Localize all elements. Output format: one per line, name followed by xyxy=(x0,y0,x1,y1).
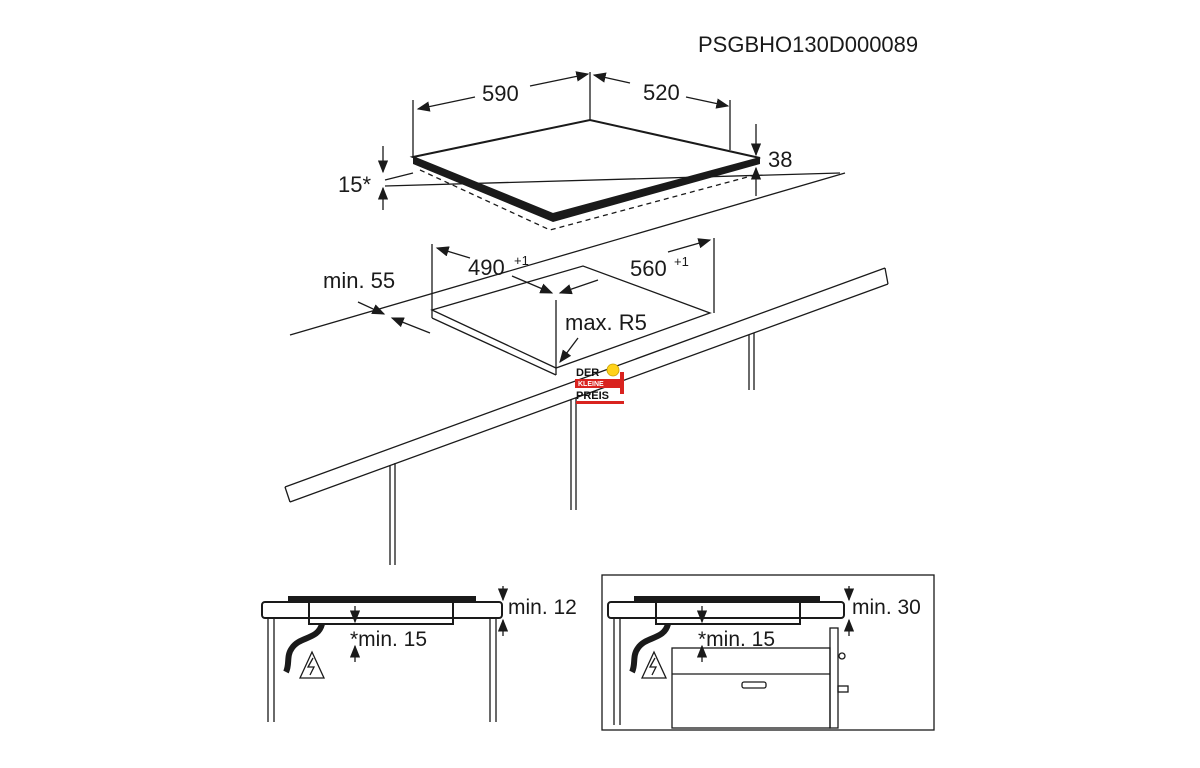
detail-left-worktop xyxy=(261,601,503,619)
detail-right-hob-plate xyxy=(634,596,820,602)
hob-underside-outline xyxy=(419,169,756,231)
worktop-front-top xyxy=(284,267,886,488)
dim-590-arrow-right xyxy=(529,71,590,87)
logo-line2: KLEINE xyxy=(578,381,604,388)
dim-width-label: 590 xyxy=(482,81,519,106)
detail-right-top-label: min. 30 xyxy=(852,596,921,619)
detail-right: *min. 15 min. 30 xyxy=(601,574,935,731)
detail-left-cable xyxy=(283,622,325,674)
detail-right-door xyxy=(829,627,839,729)
dim-520-arrow-left xyxy=(592,72,631,84)
dim-height-label: 38 xyxy=(768,147,792,172)
dim-520-arrow-right xyxy=(685,96,730,109)
logo-line1: DER xyxy=(576,367,599,379)
detail-right-cable xyxy=(629,622,671,674)
detail-right-warning-icon xyxy=(640,650,668,679)
detail-left-bolt-icon xyxy=(306,657,316,676)
dim-490-arrow-left xyxy=(435,246,471,259)
dim-490-arrow-right xyxy=(511,275,554,294)
cutout-inner-front xyxy=(431,317,557,376)
detail-right-knob-1 xyxy=(838,652,846,660)
detail-right-oven-handle xyxy=(741,681,767,689)
dim-55-arrow-in xyxy=(357,301,386,315)
detail-right-bolt-icon xyxy=(648,657,658,676)
dim-corner-radius-label: max. R5 xyxy=(565,310,647,335)
logo-line3: PREIS xyxy=(576,390,609,402)
detail-left: *min. 15 min. 12 xyxy=(261,586,577,722)
dim-wall-distance-label: min. 55 xyxy=(323,268,395,293)
hob-edge xyxy=(413,157,760,222)
dim-cutout-width-tolerance: +1 xyxy=(674,254,689,269)
logo-underline xyxy=(576,401,624,404)
logo-exclamation-icon xyxy=(620,372,624,394)
dim-cutout-depth-label: 490 xyxy=(468,255,505,280)
dim-depth-label: 520 xyxy=(643,80,680,105)
worktop-right-corner xyxy=(884,267,889,285)
model-code: PSGBHO130D000089 xyxy=(698,32,918,57)
detail-right-hob-body xyxy=(655,601,801,625)
hob-worktop-edge xyxy=(384,172,841,187)
dim-560-arrow-left xyxy=(558,279,599,295)
hob-top-surface xyxy=(409,118,761,216)
logo-smiley-icon xyxy=(606,363,620,377)
detail-left-warning-icon xyxy=(298,650,326,679)
worktop-drawing: 490 +1 560 +1 min. 55 max. R5 xyxy=(284,172,889,565)
dim-clearance-top-label: 15* xyxy=(338,172,371,197)
detail-right-below-label: *min. 15 xyxy=(698,628,775,651)
dim-r5-arrow xyxy=(559,337,579,364)
dim-cutout-width-label: 560 xyxy=(630,256,667,281)
dim-590-arrow-left xyxy=(416,96,476,112)
dim-560-arrow-right xyxy=(667,238,712,253)
dim-55-arrow-out xyxy=(390,317,431,334)
worktop-left-corner xyxy=(284,486,291,503)
detail-left-hob-body xyxy=(308,601,454,625)
hob-drawing: 590 520 38 15* xyxy=(338,71,841,231)
cutout-outline xyxy=(430,265,712,369)
detail-left-top-label: min. 12 xyxy=(508,596,577,619)
logo-band xyxy=(575,379,621,388)
detail-left-hob-plate xyxy=(288,596,476,602)
detail-right-frame xyxy=(601,574,935,731)
dim-cutout-depth-tolerance: +1 xyxy=(514,253,529,268)
detail-right-knob-2 xyxy=(837,685,849,693)
detail-right-worktop xyxy=(607,601,845,619)
detail-left-below-label: *min. 15 xyxy=(350,628,427,651)
hob-worktop-left xyxy=(384,172,414,181)
der-kleine-preis-logo: DER KLEINE PREIS xyxy=(575,363,624,404)
